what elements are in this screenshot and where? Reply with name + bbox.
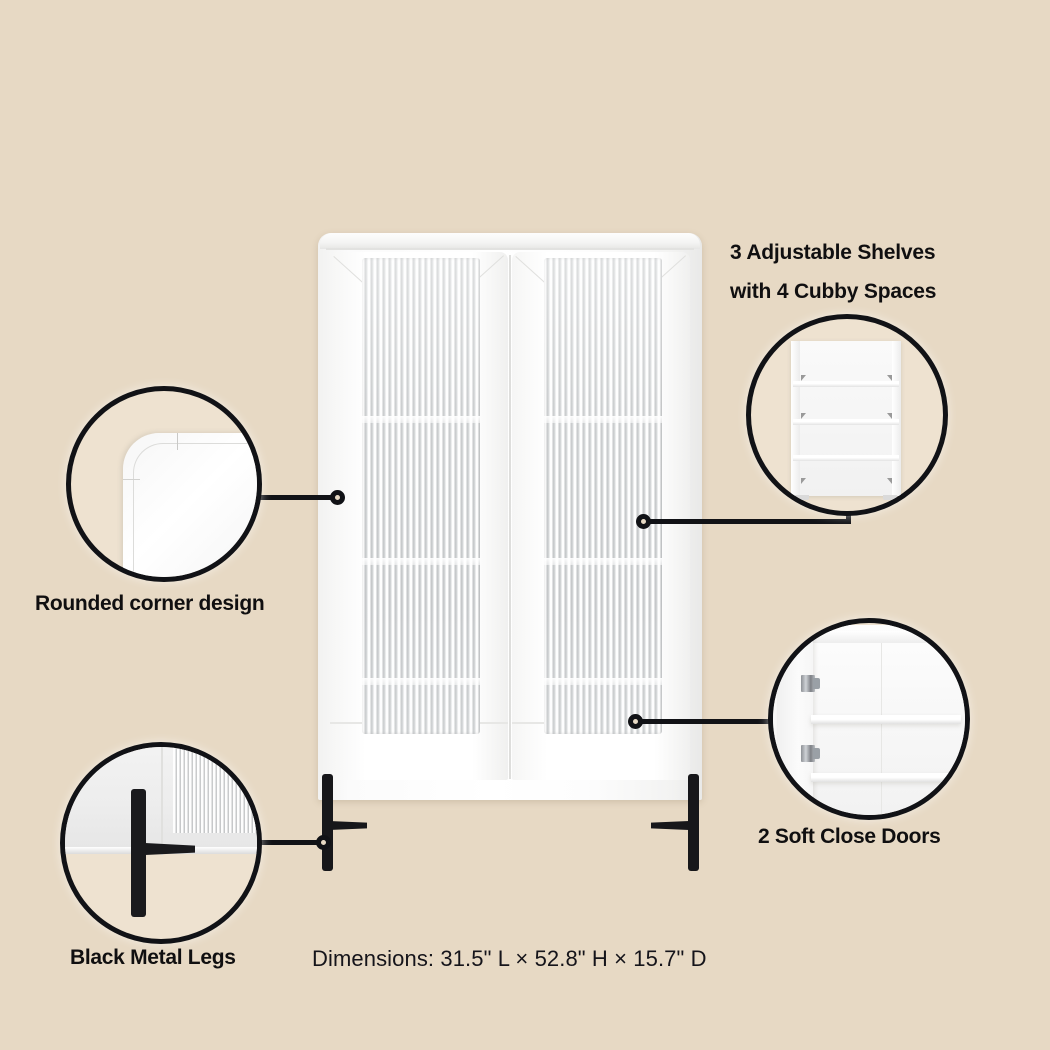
callout-label-adjustable-shelves: 3 Adjustable Shelves with 4 Cubby Spaces [730, 233, 936, 311]
cabinet-interior-shelves-icon [791, 341, 901, 500]
connector-dot-rounded-corner [330, 490, 345, 505]
cubby-shelf [793, 381, 899, 387]
callout-label-rounded-corner: Rounded corner design [35, 592, 265, 615]
soft-close-back-seam [881, 643, 882, 815]
metal-leg-closeup-icon [131, 789, 146, 917]
fluted-glass-panel-left [362, 258, 480, 734]
callout-black-metal-legs-image [65, 747, 257, 939]
cabinet-leg-right [688, 774, 699, 871]
fluted-glass-panel-right [544, 258, 662, 734]
interior-shelf-line [362, 678, 480, 685]
connector-line-soft-close-doors [640, 719, 775, 724]
callout-label-black-metal-legs: Black Metal Legs [70, 946, 236, 969]
door-hinge-closeup-icon [773, 625, 965, 815]
callout-black-metal-legs[interactable] [60, 742, 262, 944]
soft-close-door-panel [777, 637, 813, 815]
callout-rounded-corner-image [71, 391, 257, 577]
cubby-side-wall-left [791, 341, 800, 496]
shelf-pin-icon [801, 478, 806, 484]
connector-line-rounded-corner [252, 495, 334, 500]
hinge-icon [801, 745, 820, 762]
rounded-corner-seam-vertical [177, 433, 178, 450]
cubby-shelf [793, 419, 899, 425]
cabinet-top-panel [320, 233, 700, 249]
cabinet-edge-seam [161, 747, 163, 855]
shelf-pin-icon [801, 413, 806, 419]
fluted-glass-fragment [173, 747, 257, 833]
interior-shelf-line [362, 558, 480, 565]
cubby-foot [883, 495, 897, 500]
connector-line-black-metal-legs [252, 840, 324, 845]
soft-close-shelf [811, 715, 961, 724]
callout-adjustable-shelves-image [751, 319, 943, 511]
interior-shelf-line [362, 416, 480, 423]
interior-shelf-line [544, 416, 662, 423]
cabinet-top-edge [326, 248, 694, 250]
cubby-side-wall-right [892, 341, 901, 496]
cubby-foot [795, 495, 809, 500]
door-center-seam [509, 255, 511, 779]
callout-label-soft-close-doors: 2 Soft Close Doors [758, 825, 941, 848]
callout-adjustable-shelves[interactable] [746, 314, 948, 516]
interior-shelf-line [544, 678, 662, 685]
dimensions-text: Dimensions: 31.5" L × 52.8" H × 15.7" D [312, 946, 707, 971]
cabinet-leg-bar-left [329, 821, 367, 830]
connector-line-shelves-horizontal [648, 519, 851, 524]
cabinet-leg-bar-right [651, 821, 689, 830]
interior-shelf-line [544, 558, 662, 565]
shelf-pin-icon [801, 375, 806, 381]
hinge-icon [801, 675, 820, 692]
connector-dot-black-metal-legs [316, 835, 331, 850]
callout-label-shelves-line2: with 4 Cubby Spaces [730, 280, 937, 303]
soft-close-top-panel [777, 631, 957, 643]
soft-close-shelf [811, 773, 961, 782]
callout-rounded-corner[interactable] [66, 386, 262, 582]
rounded-corner-inline [133, 443, 257, 577]
cubby-shelf [793, 455, 899, 461]
callout-soft-close-doors-image [773, 623, 965, 815]
product-image-cabinet [318, 233, 702, 871]
connector-dot-shelves [636, 514, 651, 529]
metal-leg-crossbar [145, 843, 195, 855]
cabinet-leg-left [322, 774, 333, 871]
rounded-corner-seam-horizontal [123, 479, 140, 480]
callout-label-shelves-line1: 3 Adjustable Shelves [730, 241, 936, 264]
connector-dot-soft-close-doors [628, 714, 643, 729]
glass-sheen [362, 258, 480, 734]
callout-soft-close-doors[interactable] [768, 618, 970, 820]
glass-sheen [544, 258, 662, 734]
